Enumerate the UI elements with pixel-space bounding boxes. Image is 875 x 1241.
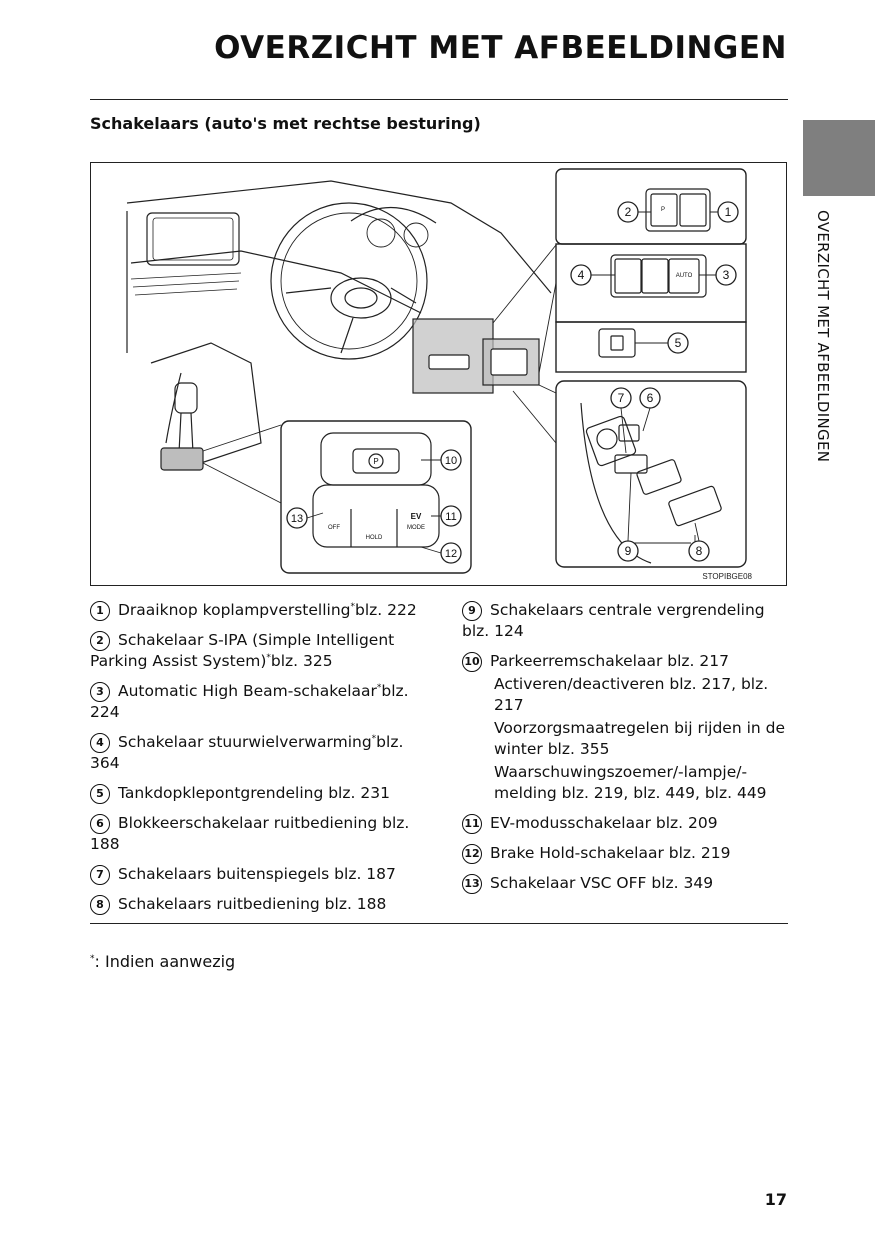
section-subtitle: Schakelaars (auto's met rechtse besturin… [90,114,481,133]
page-number: 17 [764,1190,787,1209]
callout-3: 3 [723,268,730,282]
auto-button-label: AUTO [676,273,693,279]
page-title: OVERZICHT MET AFBEELDINGEN [214,30,787,66]
callout-7: 7 [618,391,625,405]
callout-12: 12 [445,548,457,560]
callout-11: 11 [445,511,456,523]
callout-6: 6 [647,391,654,405]
legend-subitem: Voorzorgsmaatregelen bij rijden in de wi… [494,719,786,758]
hold-button-label: HOLD [366,535,383,541]
callout-2: 2 [625,205,632,219]
callout-5: 5 [675,336,682,350]
callout-4: 4 [578,268,585,282]
callout-8: 8 [696,544,703,558]
switches-illustration: 1 2 3 4 5 6 7 8 9 10 11 12 13 AUTO HOLD … [90,162,787,586]
header-rule [90,99,788,100]
legend-subitem: Waarschuwingszoemer/-lampje/-melding blz… [494,763,767,802]
ev-button-label: EV [411,512,422,521]
callout-13: 13 [291,513,303,525]
section-tab-marker [803,120,875,196]
callout-9: 9 [625,544,632,558]
vsc-off-button-label: OFF [328,525,340,531]
s-ipa-button-label: P [661,207,665,213]
legend-subitem: Activeren/deactiveren blz. 217, blz. 217 [494,675,769,714]
parking-brake-symbol: P [373,457,378,466]
mode-button-label: MODE [407,525,425,531]
footnote: *: Indien aanwezig [90,952,236,971]
figure-code: STOPIBGE08 [702,572,752,581]
callout-1: 1 [725,205,732,219]
side-tab-label: OVERZICHT MET AFBEELDINGEN [814,210,832,463]
footer-rule [90,923,788,924]
dashboard-drawing: 1 2 3 4 5 6 7 8 9 10 11 12 13 AUTO HOLD … [126,168,747,574]
callout-10: 10 [445,455,457,467]
